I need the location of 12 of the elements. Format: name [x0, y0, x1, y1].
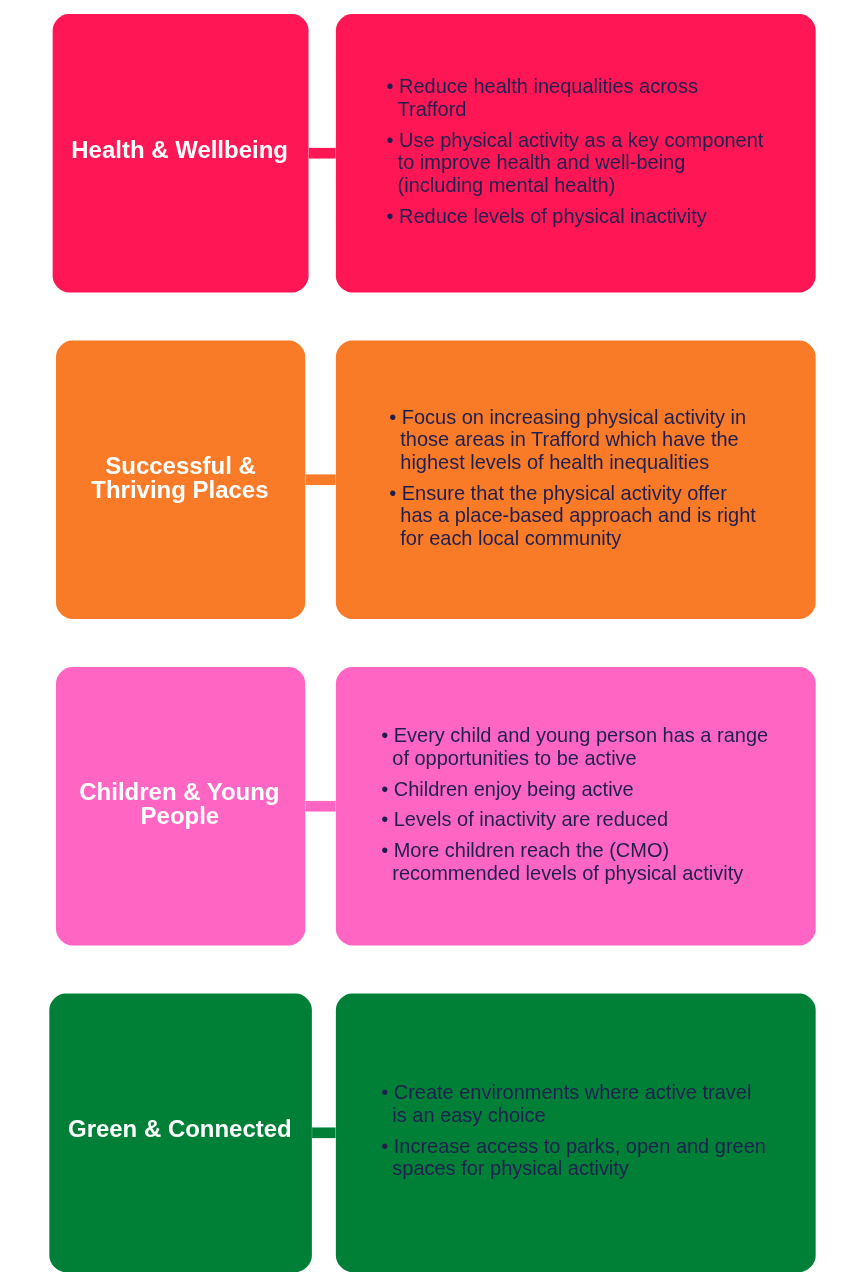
node-box: • Every child and young person has a range of opportunities to be active • Children enjoy being active • Levels of inactivity are reduced • More children reach the (CMO) recommended levels of physical activity: [335, 667, 816, 946]
node-box: • Reduce health inequalities across Trafford • Use physical activity as a key component to improve health and well-being (including mental health) • Reduce levels of physical inactivity: [335, 13, 816, 293]
node-box: • Focus on increasing physical activity in those areas in Trafford which have the highest levels of health inequalities • Ensure that the physical activity offer has a place-based approach and is right for each local community: [335, 340, 816, 619]
node-box: Green & Connected: [48, 993, 312, 1273]
node-box: Children & Young People: [55, 667, 305, 946]
node-box: • Create environments where active travel is an easy choice • Increase access to parks, open and green spaces for physical activity: [335, 993, 816, 1273]
node-box: Successful & Thriving Places: [55, 340, 305, 619]
connector: [305, 474, 336, 486]
connector: [308, 147, 336, 159]
connector: [311, 1127, 336, 1139]
connector: [305, 800, 336, 812]
node-box: Health & Wellbeing: [52, 13, 309, 293]
